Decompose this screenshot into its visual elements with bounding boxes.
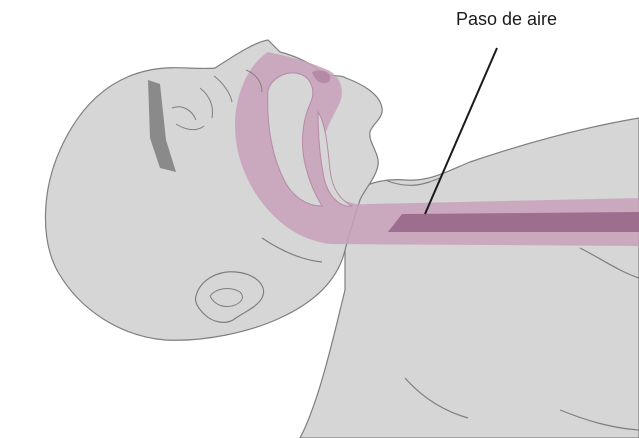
- callout-label-airway: Paso de aire: [456, 9, 557, 30]
- trachea-channel: [388, 212, 639, 232]
